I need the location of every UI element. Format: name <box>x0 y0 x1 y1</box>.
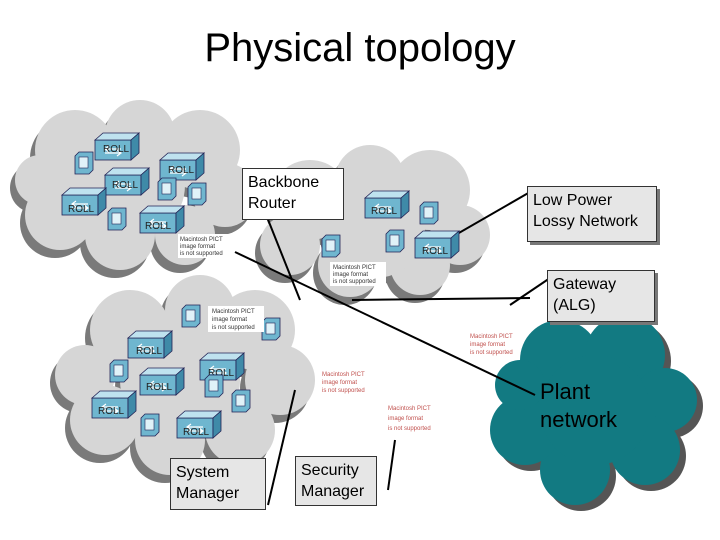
unsupported-image-placeholder: Macintosh PICT image format is not suppo… <box>208 306 264 332</box>
field-device-icon <box>157 177 177 201</box>
field-device-icon <box>321 234 341 258</box>
backbone-router-label: Backbone Router <box>242 168 344 220</box>
low-power-lossy-network-label: Low Power Lossy Network <box>527 186 657 242</box>
roll-label: ROLL <box>146 382 173 393</box>
field-device-icon <box>109 359 129 383</box>
field-device-icon <box>419 201 439 225</box>
field-device-icon <box>140 413 160 437</box>
svg-text:image format: image format <box>212 317 247 323</box>
roll-label: ROLL <box>371 206 398 217</box>
svg-text:image format: image format <box>180 244 215 250</box>
routers: ROLL ROLL ROLL ROLL ROLL ROLL ROLL ROLL … <box>61 132 460 439</box>
roll-label: ROLL <box>208 368 235 379</box>
roll-label: ROLL <box>168 165 195 176</box>
unsupported-image-placeholder: Macintosh PICT image format is not suppo… <box>330 262 386 286</box>
roll-label: ROLL <box>136 346 163 357</box>
backbone-link <box>234 251 536 396</box>
svg-text:is not supported: is not supported <box>212 325 255 331</box>
svg-text:image format: image format <box>333 272 368 278</box>
svg-text:Macintosh PICT: Macintosh PICT <box>470 334 513 340</box>
field-device-icon <box>181 304 201 328</box>
backbone-router-link <box>264 211 301 301</box>
pict-placeholders: Macintosh PICT image format is not suppo… <box>178 234 513 432</box>
svg-text:image format: image format <box>388 416 423 422</box>
field-device-icon <box>74 151 94 175</box>
svg-text:Macintosh PICT: Macintosh PICT <box>180 237 223 243</box>
security-manager-label: Security Manager <box>295 456 377 506</box>
svg-text:is not supported: is not supported <box>333 279 376 285</box>
security-manager-link <box>387 439 396 491</box>
roll-label: ROLL <box>422 246 449 257</box>
svg-text:is not supported: is not supported <box>388 426 431 432</box>
unsupported-image-placeholder: Macintosh PICT image format is not suppo… <box>322 372 365 394</box>
page-title: Physical topology <box>204 26 516 70</box>
roll-label: ROLL <box>103 144 130 155</box>
field-device-icon <box>187 182 207 206</box>
field-device-icon <box>231 389 251 413</box>
unsupported-image-placeholder: Macintosh PICT image format is not suppo… <box>388 406 431 432</box>
svg-text:Macintosh PICT: Macintosh PICT <box>212 309 255 315</box>
gateway-link <box>509 277 551 306</box>
system-manager-link <box>267 389 296 506</box>
plant-network-cloud <box>490 315 703 511</box>
roll-label: ROLL <box>98 406 125 417</box>
svg-text:Macintosh PICT: Macintosh PICT <box>322 372 365 378</box>
system-manager-label: System Manager <box>170 458 266 510</box>
unsupported-image-placeholder: Macintosh PICT image format is not suppo… <box>470 334 513 356</box>
svg-text:Macintosh PICT: Macintosh PICT <box>388 406 431 412</box>
svg-text:is not supported: is not supported <box>322 388 365 394</box>
field-device-icon <box>385 229 405 253</box>
field-device-icon <box>204 374 224 398</box>
field-device-icon <box>107 207 127 231</box>
unsupported-image-placeholder: Macintosh PICT image format is not suppo… <box>178 234 234 258</box>
svg-text:is not supported: is not supported <box>180 251 223 257</box>
svg-text:image format: image format <box>470 342 505 348</box>
roll-label: ROLL <box>68 204 95 215</box>
roll-label: ROLL <box>183 427 210 438</box>
roll-label: ROLL <box>145 221 172 232</box>
field-device-icon <box>261 317 281 341</box>
gateway-link-b <box>351 297 531 301</box>
gateway-label: Gateway (ALG) <box>547 270 655 322</box>
roll-label: ROLL <box>112 180 139 191</box>
svg-text:Macintosh PICT: Macintosh PICT <box>333 265 376 271</box>
svg-text:image format: image format <box>322 380 357 386</box>
plant-network-label: Plant network <box>540 379 618 432</box>
svg-text:is not supported: is not supported <box>470 350 513 356</box>
